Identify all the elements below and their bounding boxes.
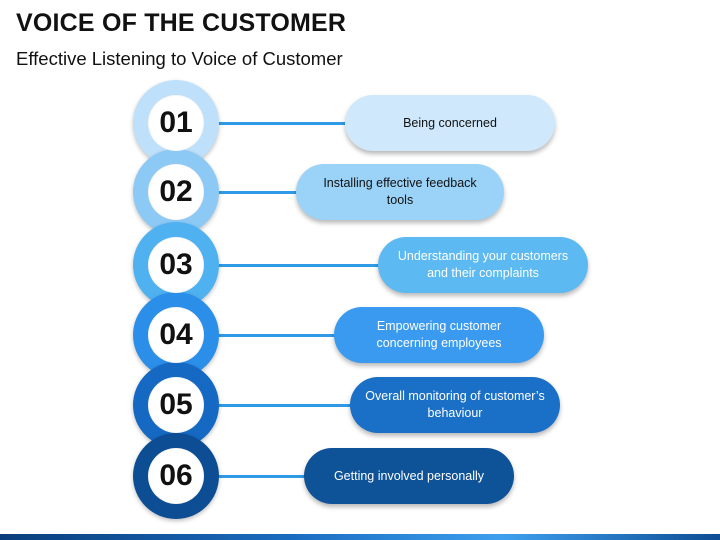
- connector-line: [196, 264, 388, 267]
- step-label: Installing effective feedback tools: [296, 164, 504, 220]
- connector-line: [196, 334, 344, 337]
- step-label: Overall monitoring of customer’s behavio…: [350, 377, 560, 433]
- connector-line: [196, 404, 360, 407]
- step-number: 06: [148, 448, 204, 504]
- step-number: 02: [148, 164, 204, 220]
- step-number: 05: [148, 377, 204, 433]
- step-label: Empowering customer concerning employees: [334, 307, 544, 363]
- step-label: Being concerned: [345, 95, 555, 151]
- page-subtitle: Effective Listening to Voice of Customer: [16, 48, 343, 69]
- page-title: VOICE OF THE CUSTOMER: [16, 9, 347, 37]
- step-number: 03: [148, 237, 204, 293]
- connector-line: [196, 475, 314, 478]
- bottom-accent-band: [0, 534, 720, 540]
- step-label: Getting involved personally: [304, 448, 514, 504]
- connector-line: [196, 191, 306, 194]
- connector-line: [196, 122, 355, 125]
- step-number: 01: [148, 95, 204, 151]
- step-number: 04: [148, 307, 204, 363]
- step-label: Understanding your customers and their c…: [378, 237, 588, 293]
